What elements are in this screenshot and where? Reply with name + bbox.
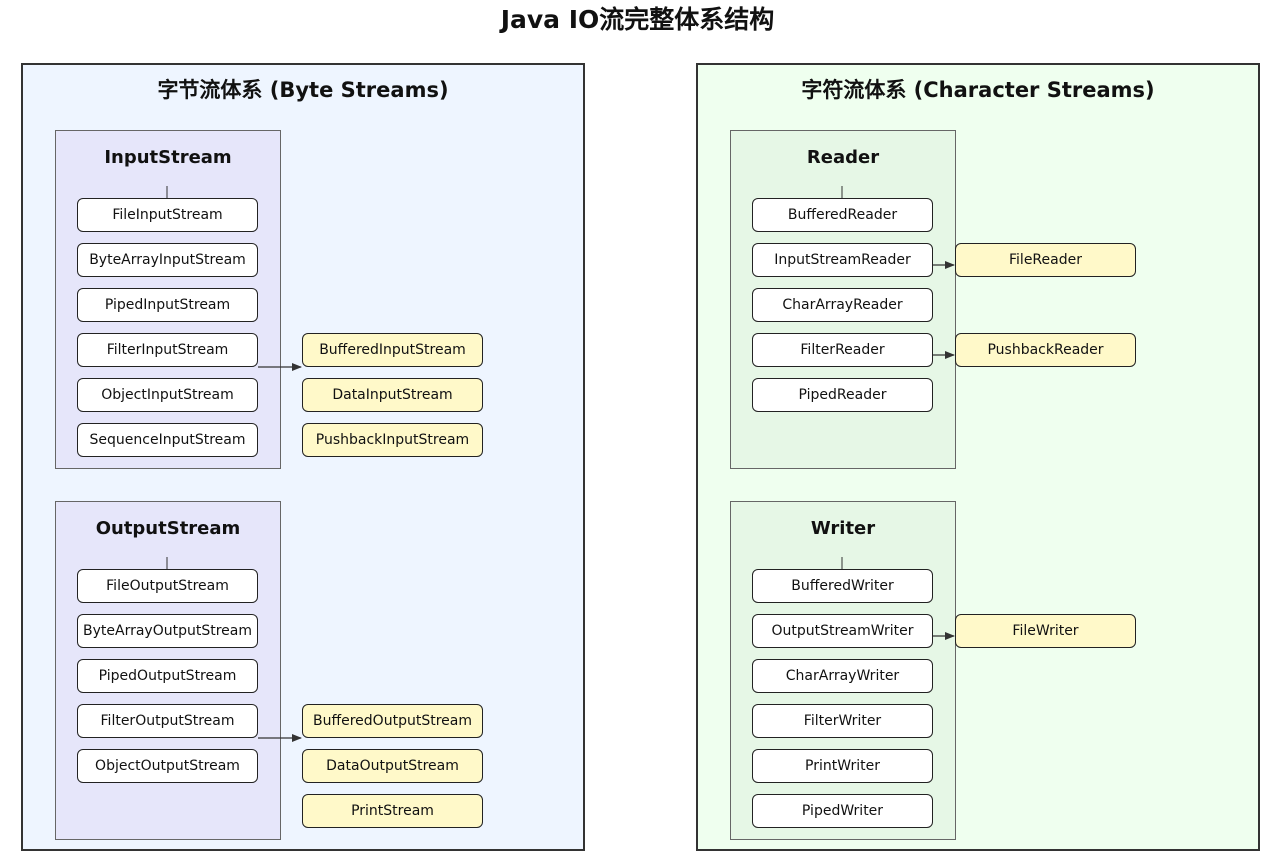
- class-node: FilterWriter: [752, 704, 933, 738]
- subclass-node: PushbackReader: [955, 333, 1136, 367]
- outputstream-title: OutputStream: [95, 518, 241, 539]
- subclass-node: BufferedOutputStream: [302, 704, 483, 738]
- subclass-node: PrintStream: [302, 794, 483, 828]
- class-node: PipedInputStream: [77, 288, 258, 322]
- class-node: CharArrayReader: [752, 288, 933, 322]
- class-node: SequenceInputStream: [77, 423, 258, 457]
- class-node: OutputStreamWriter: [752, 614, 933, 648]
- class-node: ObjectInputStream: [77, 378, 258, 412]
- class-node: ByteArrayInputStream: [77, 243, 258, 277]
- char-streams-title: 字符流体系 (Character Streams): [801, 78, 1155, 102]
- class-node: BufferedWriter: [752, 569, 933, 603]
- class-node: ByteArrayOutputStream: [77, 614, 258, 648]
- subclass-node: FileWriter: [955, 614, 1136, 648]
- class-node: FilterOutputStream: [77, 704, 258, 738]
- class-node: FileOutputStream: [77, 569, 258, 603]
- writer-title: Writer: [810, 518, 876, 539]
- class-node: FilterReader: [752, 333, 933, 367]
- class-node: PrintWriter: [752, 749, 933, 783]
- class-node: InputStreamReader: [752, 243, 933, 277]
- byte-streams-title: 字节流体系 (Byte Streams): [157, 78, 449, 102]
- class-node: FileInputStream: [77, 198, 258, 232]
- class-node: PipedReader: [752, 378, 933, 412]
- subclass-node: FileReader: [955, 243, 1136, 277]
- subclass-node: BufferedInputStream: [302, 333, 483, 367]
- class-node: BufferedReader: [752, 198, 933, 232]
- class-node: ObjectOutputStream: [77, 749, 258, 783]
- class-node: PipedOutputStream: [77, 659, 258, 693]
- inputstream-title: InputStream: [104, 147, 232, 168]
- subclass-node: DataInputStream: [302, 378, 483, 412]
- class-node: FilterInputStream: [77, 333, 258, 367]
- subclass-node: PushbackInputStream: [302, 423, 483, 457]
- class-node: PipedWriter: [752, 794, 933, 828]
- subclass-node: DataOutputStream: [302, 749, 483, 783]
- reader-title: Reader: [806, 147, 880, 168]
- page-title: Java IO流完整体系结构: [500, 5, 775, 34]
- class-node: CharArrayWriter: [752, 659, 933, 693]
